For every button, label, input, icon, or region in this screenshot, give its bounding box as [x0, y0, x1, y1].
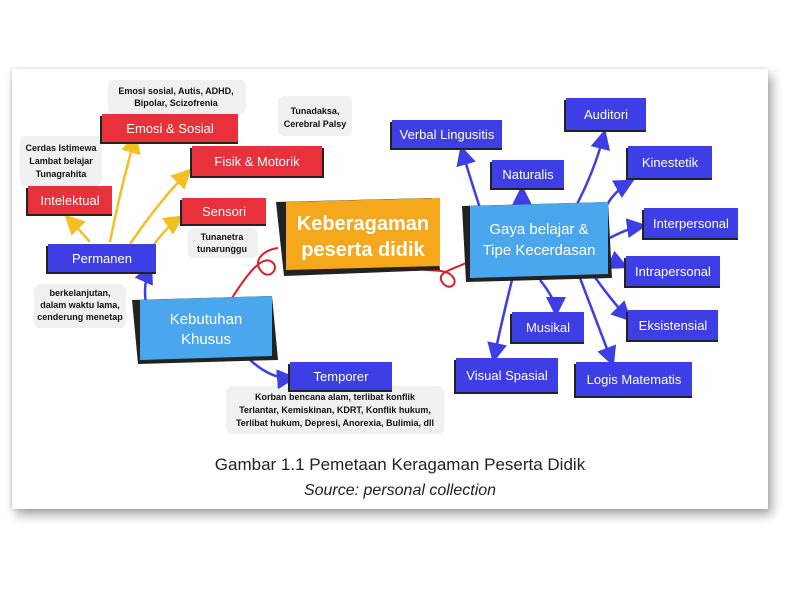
- notes: Emosi sosial, Autis, ADHD, Bipolar, Sciz…: [25, 86, 434, 428]
- blue-boxes: Permanen Temporer Verbal Lingusitis Natu…: [46, 98, 738, 398]
- box-temporer: Temporer: [288, 362, 392, 392]
- link-center-kebutuhan: [227, 247, 279, 319]
- gaya-belajar-node: Gaya belajar & Tipe Kecerdasan: [462, 202, 612, 282]
- center-node-line1: Keberagaman: [297, 213, 429, 235]
- box-intelektual-label: Intelektual: [40, 193, 99, 208]
- arrow-gaya-auditori: [573, 129, 611, 209]
- box-eksistensial: Eksistensial: [626, 310, 718, 342]
- note-bg-sensori: [188, 228, 258, 258]
- box-emosi-sosial-label: Emosi & Sosial: [126, 121, 214, 136]
- box-fisik-motorik: Fisik & Motorik: [190, 146, 324, 178]
- box-permanen: Permanen: [46, 244, 156, 274]
- note-emosi-line2: Bipolar, Scizofrenia: [134, 98, 219, 108]
- note-fisik-line2: Cerebral Palsy: [284, 119, 347, 129]
- box-verbal-label: Verbal Lingusitis: [400, 127, 495, 142]
- box-kinestetik-label: Kinestetik: [642, 155, 699, 170]
- note-permanen-line1: berkelanjutan,: [49, 288, 110, 298]
- box-sensori: Sensori: [180, 198, 266, 226]
- box-visual-spasial: Visual Spasial: [454, 358, 558, 394]
- box-musikal: Musikal: [510, 312, 584, 344]
- box-temporer-label: Temporer: [314, 369, 370, 384]
- note-permanen-line3: cenderung menetap: [37, 312, 123, 322]
- note-backgrounds: [20, 80, 444, 434]
- note-temporer-line1: Korban bencana alam, terlibat konflik: [255, 392, 416, 402]
- note-intelektual-line1: Cerdas Istimewa: [25, 143, 97, 153]
- note-temporer-line2: Terlantar, Kemiskinan, KDRT, Konflik huk…: [239, 405, 431, 415]
- box-permanen-label: Permanen: [72, 251, 132, 266]
- arrow-gaya-musikal: [539, 279, 566, 317]
- box-kinestetik: Kinestetik: [626, 146, 712, 180]
- box-logis-matematis-label: Logis Matematis: [587, 372, 682, 387]
- arrow-gaya-interpersonal: [605, 218, 647, 242]
- note-intelektual-line3: Tunagrahita: [36, 169, 88, 179]
- gaya-belajar-line1: Gaya belajar &: [489, 221, 588, 238]
- arrow-gaya-eksistensial: [592, 275, 632, 322]
- note-intelektual-line2: Lambat belajar: [29, 156, 93, 166]
- box-intelektual: Intelektual: [26, 186, 112, 216]
- box-interpersonal-label: Interpersonal: [653, 216, 729, 231]
- note-sensori-line1: Tunanetra: [201, 232, 245, 242]
- note-bg-intelektual: [20, 136, 102, 186]
- red-links: [227, 247, 469, 319]
- arrow-permanen-emosi: [108, 133, 141, 243]
- kebutuhan-khusus-line1: Kebutuhan: [170, 311, 243, 328]
- box-auditori-label: Auditori: [584, 107, 628, 122]
- note-bg-temporer: [226, 386, 444, 434]
- arrow-gaya-logis: [578, 277, 617, 367]
- gaya-belajar-line2: Tipe Kecerdasan: [483, 242, 596, 259]
- note-sensori-line2: tunarunggu: [197, 244, 247, 254]
- box-logis-matematis: Logis Matematis: [574, 362, 692, 398]
- kebutuhan-khusus-node: Kebutuhan Khusus: [132, 296, 278, 364]
- box-naturalis-label: Naturalis: [502, 167, 554, 182]
- box-visual-spasial-label: Visual Spasial: [466, 368, 548, 383]
- center-node-line2: peserta didik: [301, 239, 425, 261]
- center-node: Keberagaman peserta didik: [276, 198, 440, 276]
- note-fisik-line1: Tunadaksa,: [291, 106, 340, 116]
- box-interpersonal: Interpersonal: [642, 208, 738, 240]
- note-bg-emosi: [108, 80, 246, 114]
- note-bg-permanen: [34, 284, 126, 328]
- note-bg-fisik: [278, 96, 352, 136]
- arrow-gaya-visual: [487, 279, 514, 363]
- arrow-gaya-verbal: [456, 145, 484, 215]
- box-intrapersonal-label: Intrapersonal: [635, 264, 711, 279]
- box-intrapersonal: Intrapersonal: [624, 256, 720, 288]
- box-sensori-label: Sensori: [202, 204, 246, 219]
- red-boxes: Intelektual Emosi & Sosial Fisik & Motor…: [26, 114, 324, 226]
- figure-caption: Gambar 1.1 Pemetaan Keragaman Peserta Di…: [214, 455, 586, 474]
- arrow-permanen-intelektual: [64, 214, 91, 243]
- box-auditori: Auditori: [564, 98, 646, 132]
- box-emosi-sosial: Emosi & Sosial: [100, 114, 238, 144]
- figure-source: Source: personal collection: [303, 482, 497, 499]
- box-naturalis: Naturalis: [490, 160, 564, 190]
- box-verbal-linguistis: Verbal Lingusitis: [390, 120, 502, 150]
- note-temporer-line3: Terlibat hukum, Depresi, Anorexia, Bulim…: [236, 418, 434, 428]
- link-center-gaya: [411, 261, 469, 288]
- note-emosi-line1: Emosi sosial, Autis, ADHD,: [118, 86, 233, 96]
- arrow-permanen-fisik: [128, 168, 192, 245]
- box-eksistensial-label: Eksistensial: [639, 318, 708, 333]
- box-musikal-label: Musikal: [526, 320, 570, 335]
- box-fisik-motorik-label: Fisik & Motorik: [214, 154, 300, 169]
- kebutuhan-khusus-line2: Khusus: [181, 331, 231, 348]
- note-permanen-line2: dalam waktu lama,: [40, 300, 120, 310]
